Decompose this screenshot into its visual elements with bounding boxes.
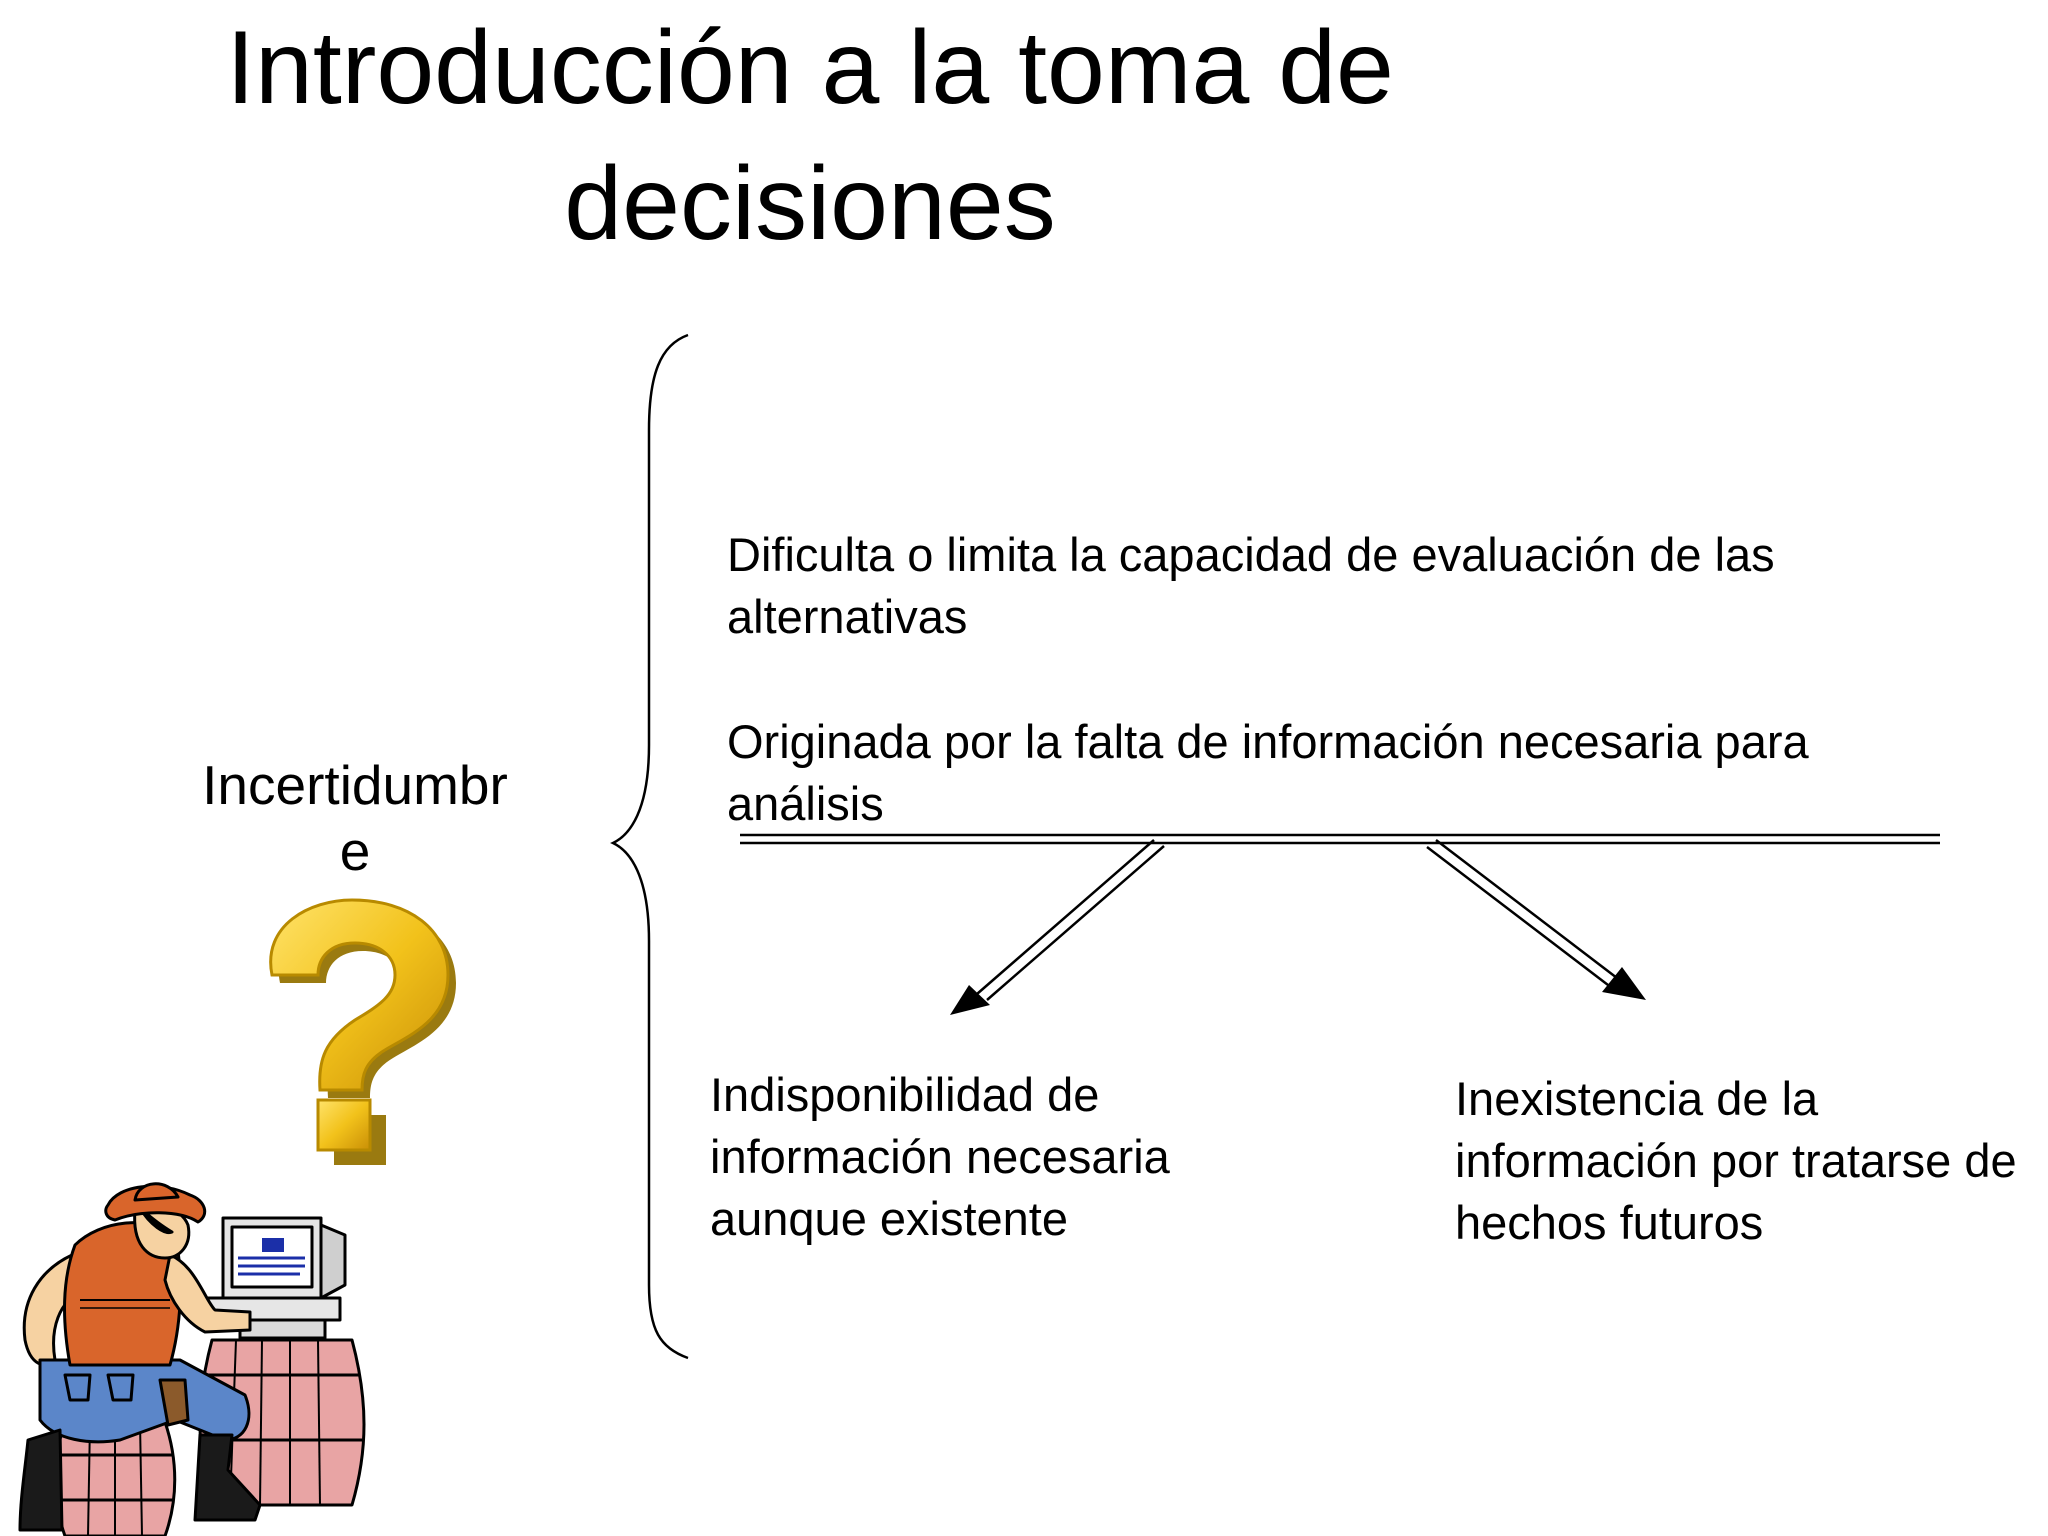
page-title: Introducción a la toma de decisiones xyxy=(100,0,1520,272)
branch-unavailable-info: Indisponibilidad de información necesari… xyxy=(710,1068,1170,1245)
question-mark-icon xyxy=(269,898,456,1165)
concept-label-line-1: Incertidumbr xyxy=(202,754,508,816)
description-capacity-limit: Dificulta o limita la capacidad de evalu… xyxy=(727,528,1775,643)
concept-label-line-2: e xyxy=(339,820,371,882)
divider-double-line xyxy=(740,833,1940,845)
concept-label: Incertidumbr e xyxy=(160,752,550,884)
description-origin: Originada por la falta de información ne… xyxy=(727,715,1809,830)
page-title-line-1: Introducción a la toma de xyxy=(226,10,1394,126)
cowboy-at-computer-illustration xyxy=(18,1182,366,1536)
arrow-left xyxy=(950,839,1165,1015)
branch-nonexistent-info: Inexistencia de la información por trata… xyxy=(1455,1072,2017,1249)
arrow-right xyxy=(1426,839,1646,1000)
page-title-line-2: decisiones xyxy=(564,146,1056,262)
curly-brace xyxy=(610,333,689,1360)
